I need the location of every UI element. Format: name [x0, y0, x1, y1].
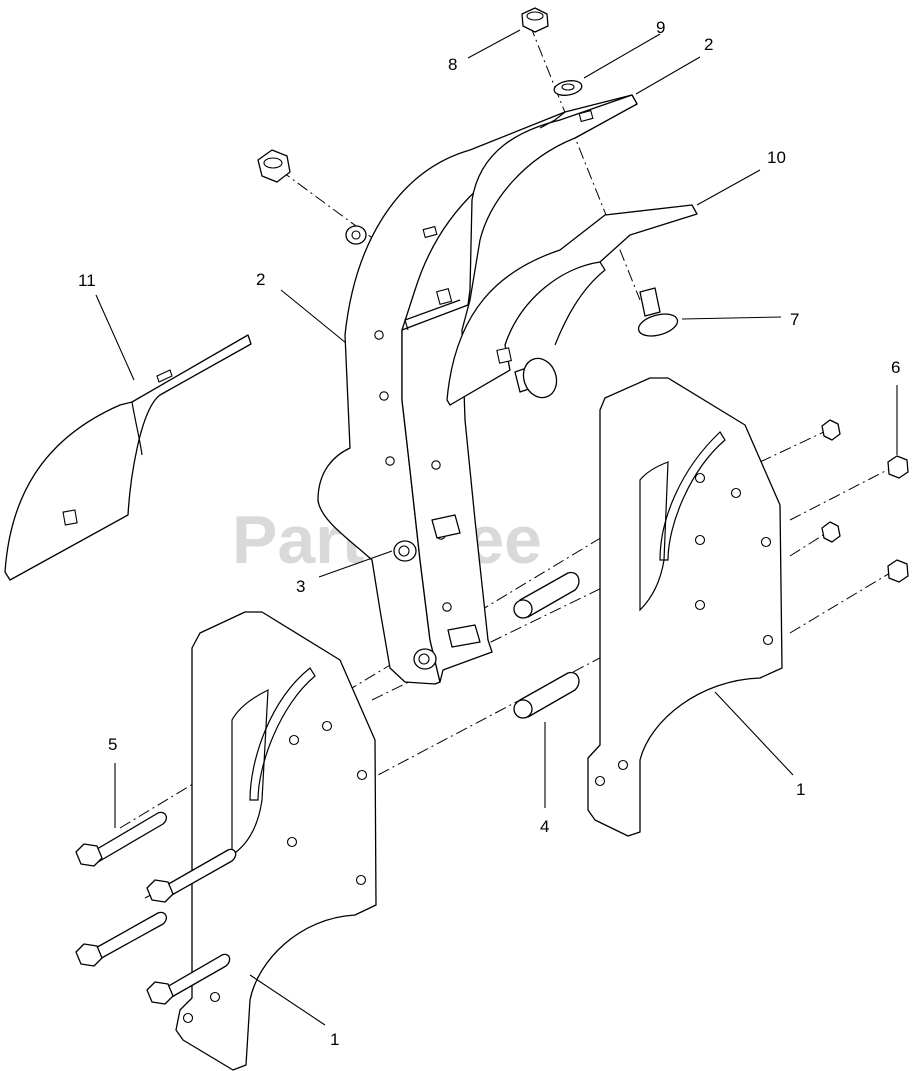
nut-upper-left [257, 149, 291, 183]
callout-2-top: 2 [704, 35, 713, 54]
callout-11: 11 [78, 271, 96, 290]
carriage-bolt-7 [637, 287, 679, 337]
side-plate-1-right [587, 377, 783, 837]
washer-upper-left [345, 225, 367, 245]
carriage-bolt-lower [514, 357, 558, 399]
callout-5: 5 [108, 735, 117, 754]
nut-8 [521, 7, 549, 33]
callout-3: 3 [296, 577, 305, 596]
callout-4: 4 [540, 817, 549, 836]
spacers-4 [513, 571, 580, 719]
bracket-10 [422, 204, 698, 406]
bolt-b [146, 848, 237, 903]
bolt-d [146, 953, 231, 1005]
callout-2-left: 2 [256, 270, 265, 289]
frame-arms-2 [317, 94, 638, 685]
leader-lines [95, 29, 898, 1026]
nuts-6 [821, 419, 909, 583]
callout-1-bottom: 1 [330, 1030, 339, 1049]
callout-8: 8 [448, 55, 457, 74]
callout-6: 6 [891, 358, 900, 377]
bolt-a [75, 811, 167, 867]
bolt-c [75, 911, 167, 967]
callout-7: 7 [790, 310, 799, 329]
callout-1-right: 1 [796, 780, 805, 799]
callout-10: 10 [767, 148, 786, 167]
bolts-5 [75, 811, 237, 1005]
callout-labels: 8 9 2 10 7 2 11 6 3 5 4 1 1 [78, 18, 900, 1049]
washer-9 [553, 80, 583, 96]
side-plate-1-left [175, 611, 377, 1071]
shield-plate-11 [4, 334, 252, 581]
callout-9: 9 [656, 18, 665, 37]
